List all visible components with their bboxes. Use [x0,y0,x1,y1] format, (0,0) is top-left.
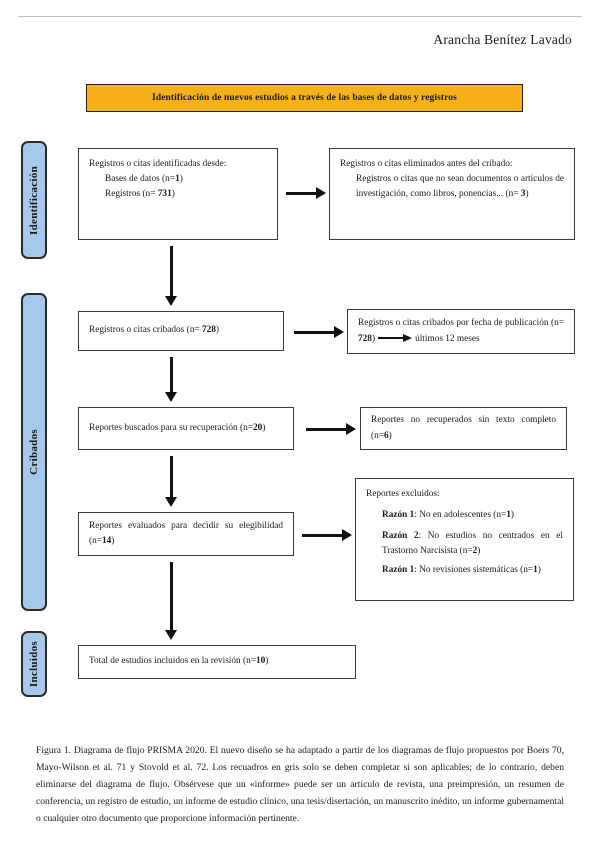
box-registros-identificados: Registros o citas identificadas desde: B… [78,148,278,240]
box-registros-cribados: Registros o citas cribados (n= 728) [78,311,284,351]
stage-label-cribados-text: Cribados [28,429,40,475]
box-reportes-no-recuperados: Reportes no recuperados sin texto comple… [360,407,567,450]
exclusion-reason-item: Razón 1: No revisiones sistemáticas (n=1… [366,563,563,578]
exclusion-reason-item: Razón 1: No en adolescentes (n=1) [366,508,563,523]
paren-no-recuperados: ) [388,430,392,441]
stage-label-cribados: Cribados [21,293,47,611]
box-reportes-excluidos: Reportes excluidos: Razón 1: No en adole… [355,478,574,601]
exclusion-reason-label: Razón 2 [382,531,419,542]
paren-eliminados: ) [525,189,529,200]
label-total-incluidos: Total de estudios incluidos en la revisi… [89,656,256,667]
exclusion-reason-paren: ) [477,546,481,557]
stage-label-identificacion: Identificación [21,141,47,259]
box-reportes-excluidos-title: Reportes excluidos: [366,489,440,499]
count-no-recuperados: 6 [384,430,389,441]
exclusion-reason-text: : No revisiones sistemáticas (n= [414,565,534,576]
label-ultimos-12-meses: últimos 12 meses [415,333,480,344]
exclusion-reason-count: 2 [472,546,478,557]
paren-registros: ) [171,189,175,200]
count-bases-datos: 1 [175,174,180,185]
arrow-down-icon [163,357,179,402]
box-total-incluidos-text: Total de estudios incluidos en la revisi… [89,654,268,669]
box-reportes-evaluados: Reportes evaluados para decidir su elegi… [78,512,294,556]
count-buscados: 20 [253,422,263,433]
box-reportes-no-recuperados-text: Reportes no recuperados sin texto comple… [371,413,556,443]
exclusion-reason-label: Razón 1 [382,510,415,521]
box-registros-cribados-text: Registros o citas cribados (n= 728) [89,323,219,338]
label-no-recuperados: Reportes no recuperados sin texto comple… [371,415,556,441]
label-buscados: Reportes buscados para su recuperación (… [89,422,254,433]
paren-cribados: ) [215,325,219,336]
paren-total-incluidos: ) [265,656,269,667]
exclusion-reason-count: 1 [506,510,511,521]
box-cribados-por-fecha-text: Registros o citas cribados por fecha de … [358,316,564,346]
box-registros-identificados-line1: Registros o citas identificadas desde: [89,159,227,169]
exclusion-reason-paren: ) [537,565,541,576]
exclusion-reason-text: : No estudios no centrados en el Trastor… [382,531,563,557]
count-cribados-fecha: 728 [358,333,372,344]
box-total-incluidos: Total de estudios incluidos en la revisi… [78,645,356,679]
banner-title: Identificación de nuevos estudios a trav… [152,93,457,103]
paren-cribados-fecha: ) [371,333,376,344]
box-registros-identificados-line3: Registros (n= 731) [89,187,267,202]
box-reportes-evaluados-text: Reportes evaluados para decidir su elegi… [89,519,283,549]
arrow-right-icon [286,184,326,202]
box-reportes-buscados-text: Reportes buscados para su recuperación (… [89,421,265,436]
arrow-right-icon [302,526,352,544]
count-eliminados: 3 [520,189,526,200]
label-evaluados: Reportes evaluados para decidir su elegi… [89,520,283,546]
paren-bases-datos: ) [179,174,183,185]
paren-buscados: ) [262,422,266,433]
arrow-down-icon [163,246,179,306]
box-cribados-por-fecha: Registros o citas cribados por fecha de … [347,309,575,354]
arrow-right-icon [306,420,356,438]
box-registros-identificados-line2: Bases de datos (n=1) [89,172,267,187]
count-total-incluidos: 10 [256,656,266,667]
label-registros: Registros (n= [105,189,158,200]
count-evaluados: 14 [102,536,112,546]
exclusion-reason-text: : No en adolescentes (n= [414,510,507,521]
box-registros-eliminados-line1: Registros o citas eliminados antes del c… [340,159,513,169]
box-registros-eliminados: Registros o citas eliminados antes del c… [329,148,575,240]
count-registros: 731 [157,189,172,200]
exclusion-reason-paren: ) [510,510,515,521]
label-bases-datos: Bases de datos (n= [105,174,176,185]
exclusion-reason-item: Razón 2: No estudios no centrados en el … [366,529,563,559]
label-cribados-fecha: Registros o citas cribados por fecha de … [358,318,564,329]
arrow-down-icon [163,456,179,507]
stage-label-incluidos-text: Incluidos [28,640,40,688]
box-registros-eliminados-line2: Registros o citas que no sean documentos… [340,172,564,202]
paren-evaluados: ) [111,536,115,546]
stage-label-identificacion-text: Identificación [28,165,40,235]
exclusion-reason-label: Razón 1 [382,565,415,576]
author-running-header: Arancha Benítez Lavado [433,32,572,47]
box-reportes-buscados: Reportes buscados para su recuperación (… [78,407,294,450]
label-cribados: Registros o citas cribados (n= [89,325,202,336]
header-divider [18,16,582,17]
banner-identificacion: Identificación de nuevos estudios a trav… [86,84,523,112]
inline-arrow-right-icon [378,334,413,343]
label-eliminados-detalle: Registros o citas que no sean documentos… [356,174,564,200]
arrow-right-icon [294,323,344,341]
stage-label-incluidos: Incluidos [21,631,47,697]
arrow-down-icon [163,562,179,640]
figure-caption: Figura 1. Diagrama de flujo PRISMA 2020.… [36,745,564,825]
exclusion-reason-count: 1 [533,565,538,576]
count-cribados: 728 [201,325,216,336]
